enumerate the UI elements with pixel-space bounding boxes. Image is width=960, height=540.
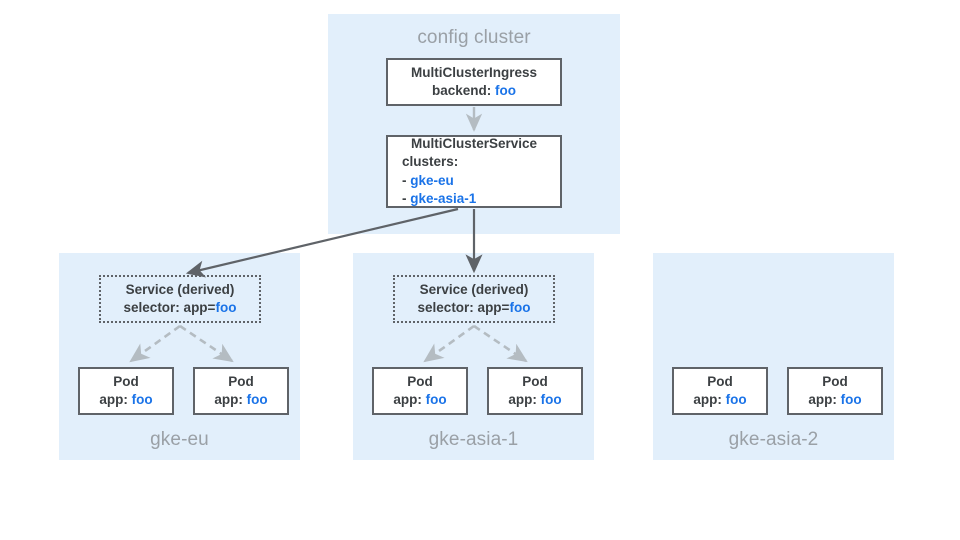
pod-title: Pod: [407, 373, 433, 389]
derived-service-selector-value: foo: [215, 300, 237, 315]
pod-app-label: app:: [393, 392, 422, 407]
pod-app-row: app: foo: [789, 391, 881, 409]
pod-title: Pod: [522, 373, 548, 389]
derived-service-title: Service (derived): [125, 281, 235, 297]
derived-service-selector-label: selector: app=: [123, 300, 216, 315]
derived-service-selector-row: selector: app=foo: [395, 299, 553, 317]
multiclusterservice-cluster-item: - gke-eu: [388, 172, 560, 190]
derived-service-selector-row: selector: app=foo: [101, 299, 259, 317]
panel-title-config-cluster: config cluster: [417, 27, 531, 48]
multiclusterservice-cluster-value: gke-eu: [410, 172, 454, 188]
panel-label-gke-asia-2: gke-asia-2: [728, 429, 819, 450]
pod-app-row: app: foo: [195, 391, 287, 409]
pod-app-row: app: foo: [80, 391, 172, 409]
box-multiclusterservice[interactable]: MultiClusterService clusters: - gke-eu -…: [386, 135, 562, 208]
box-multiclusteringress[interactable]: MultiClusterIngress backend: foo: [386, 58, 562, 106]
derived-service-selector-value: foo: [509, 300, 531, 315]
box-pod[interactable]: Pod app: foo: [487, 367, 583, 415]
pod-app-value: foo: [725, 392, 747, 407]
pod-app-row: app: foo: [374, 391, 466, 409]
pod-app-value: foo: [425, 392, 447, 407]
box-pod[interactable]: Pod app: foo: [672, 367, 768, 415]
panel-cluster-gke-asia-2: gke-asia-2: [653, 253, 894, 460]
derived-service-title: Service (derived): [419, 281, 529, 297]
pod-app-label: app:: [508, 392, 537, 407]
box-pod[interactable]: Pod app: foo: [78, 367, 174, 415]
pod-app-value: foo: [131, 392, 153, 407]
pod-title: Pod: [113, 373, 139, 389]
box-pod[interactable]: Pod app: foo: [372, 367, 468, 415]
pod-title: Pod: [228, 373, 254, 389]
list-dash: -: [402, 172, 407, 188]
pod-app-value: foo: [840, 392, 862, 407]
pod-app-label: app:: [214, 392, 243, 407]
pod-app-label: app:: [693, 392, 722, 407]
multiclusterservice-cluster-item: - gke-asia-1: [388, 190, 560, 208]
multiclusteringress-backend-value: foo: [495, 83, 517, 98]
panel-label-gke-asia-1: gke-asia-1: [428, 429, 519, 450]
pod-app-row: app: foo: [674, 391, 766, 409]
box-derived-service-gke-asia-1[interactable]: Service (derived) selector: app=foo: [393, 275, 555, 323]
box-pod[interactable]: Pod app: foo: [787, 367, 883, 415]
pod-app-label: app:: [808, 392, 837, 407]
multiclusteringress-title: MultiClusterIngress: [410, 64, 538, 80]
list-dash: -: [402, 190, 407, 206]
pod-title: Pod: [822, 373, 848, 389]
multiclusterservice-cluster-value: gke-asia-1: [410, 190, 477, 206]
box-derived-service-gke-eu[interactable]: Service (derived) selector: app=foo: [99, 275, 261, 323]
multiclusteringress-backend-row: backend: foo: [388, 82, 560, 100]
pod-title: Pod: [707, 373, 733, 389]
multiclusteringress-backend-label: backend:: [431, 83, 492, 98]
panel-label-gke-eu: gke-eu: [150, 429, 209, 450]
pod-app-value: foo: [540, 392, 562, 407]
box-pod[interactable]: Pod app: foo: [193, 367, 289, 415]
pod-app-label: app:: [99, 392, 128, 407]
multiclusterservice-clusters-label: clusters:: [402, 154, 459, 170]
pod-app-value: foo: [246, 392, 268, 407]
multiclusterservice-title: MultiClusterService: [410, 136, 538, 152]
pod-app-row: app: foo: [489, 391, 581, 409]
derived-service-selector-label: selector: app=: [417, 300, 510, 315]
